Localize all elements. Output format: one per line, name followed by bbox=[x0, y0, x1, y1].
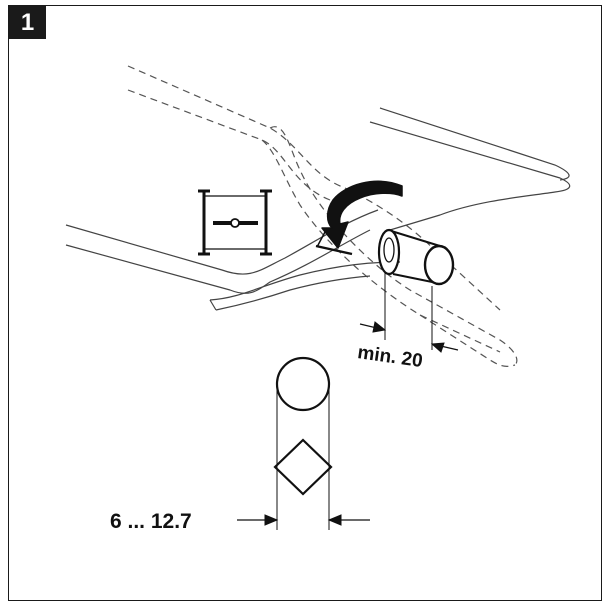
cross-section-square bbox=[273, 438, 333, 496]
min-20-label: min. 20 bbox=[356, 342, 424, 372]
stud-pin bbox=[377, 228, 455, 286]
rotation-arrow bbox=[321, 180, 403, 249]
cross-section-round bbox=[275, 356, 331, 412]
step-number-badge: 1 bbox=[9, 6, 46, 39]
figure-frame bbox=[8, 5, 602, 601]
diameter-range-label: 6 ... 12.7 bbox=[110, 510, 192, 533]
strap-outline bbox=[65, 107, 571, 311]
stop-mark bbox=[315, 231, 353, 256]
dashed-contour-lines bbox=[127, 65, 518, 367]
strap-left-edge bbox=[215, 275, 371, 311]
dimension-min-20 bbox=[359, 272, 459, 353]
dimension-diameter bbox=[237, 384, 370, 530]
clamp-symbol-icon bbox=[198, 189, 272, 256]
